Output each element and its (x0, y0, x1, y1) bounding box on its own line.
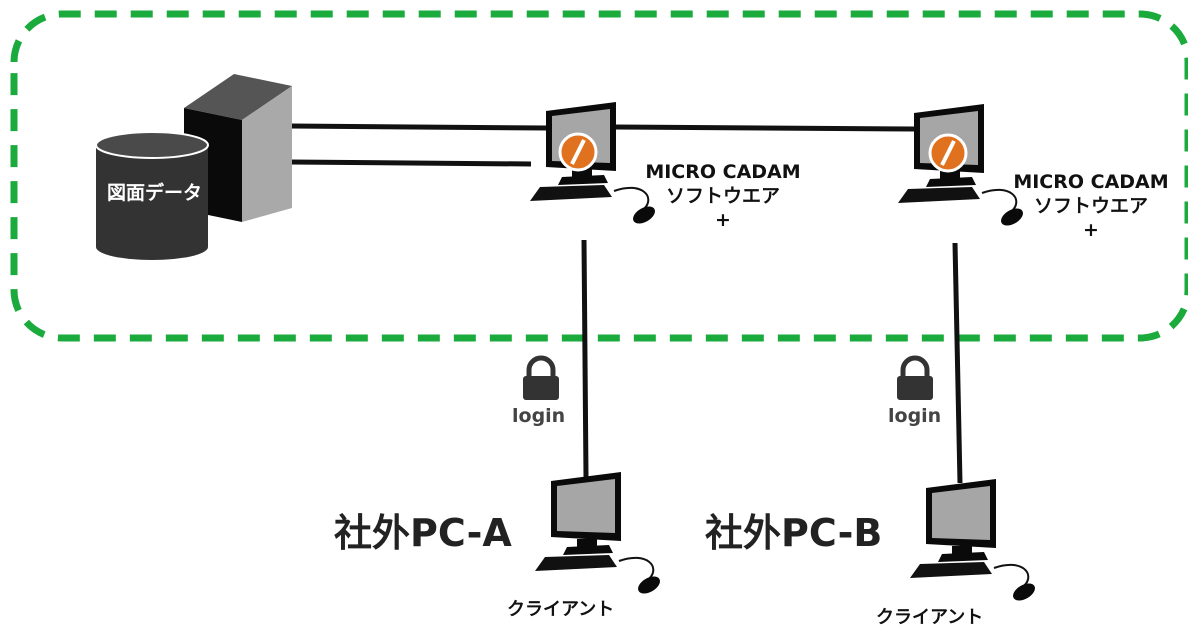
software-name: MICRO CADAM (645, 161, 801, 183)
software-type: ソフトウエア (665, 185, 780, 207)
database-cylinder-icon (95, 131, 209, 260)
server-link-lower (289, 159, 532, 167)
software-type: ソフトウエア (1033, 195, 1148, 217)
software-name: MICRO CADAM (1013, 171, 1169, 193)
remote-pc-label: 社外PC-A (334, 511, 512, 555)
database-label: 図面データ (107, 182, 203, 204)
plus-sign: + (715, 209, 731, 231)
padlock-icon (897, 355, 933, 400)
workstation-link (611, 124, 915, 132)
client-label: クライアント (876, 607, 984, 628)
client-label: クライアント (507, 599, 615, 620)
padlock-icon (523, 355, 559, 400)
remote-pc-label: 社外PC-B (705, 511, 883, 555)
micro-cadam-logo-icon (558, 132, 598, 172)
remote-link-b (952, 242, 963, 484)
login-label: login (888, 405, 942, 427)
software-label: MICRO CADAM ソフトウエア + (628, 160, 818, 232)
plus-sign: + (1083, 219, 1099, 241)
micro-cadam-logo-icon (928, 133, 968, 173)
secure-zone-border (10, 10, 1188, 342)
software-label: MICRO CADAM ソフトウエア + (996, 170, 1186, 242)
desktop-computer-icon (534, 471, 664, 599)
remote-link-a (581, 239, 589, 478)
login-label: login (512, 405, 566, 427)
desktop-computer-icon (909, 478, 1039, 606)
server-link-upper (289, 123, 547, 131)
